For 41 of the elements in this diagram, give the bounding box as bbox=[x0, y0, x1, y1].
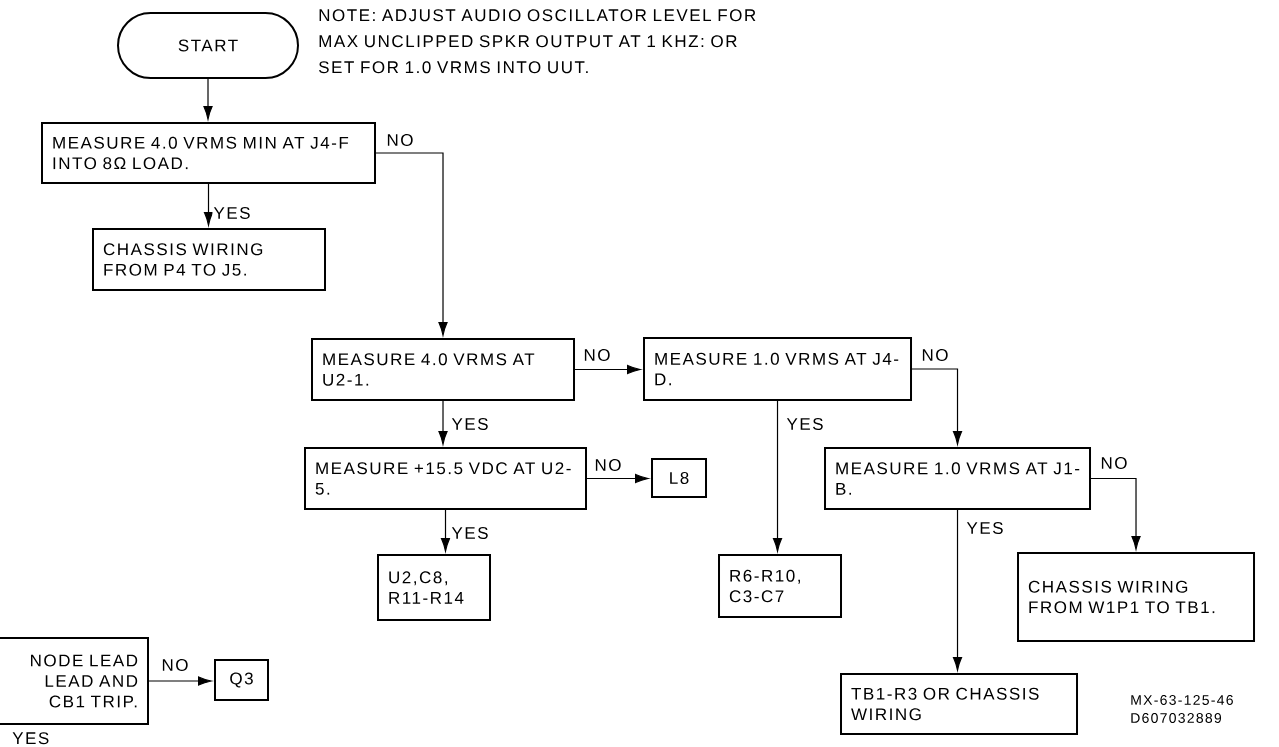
process-box: MEASURE 1.0 VRMS AT J1-B. bbox=[824, 447, 1091, 510]
process-box: CHASSIS WIRING FROM P4 TO J5. bbox=[92, 228, 326, 291]
edge-label: YES bbox=[212, 206, 252, 220]
arrow bbox=[574, 364, 641, 375]
process-box: TB1-R3 OR CHASSIS WIRING bbox=[840, 673, 1078, 735]
arrow bbox=[203, 78, 213, 120]
edge-label: NO bbox=[582, 348, 612, 362]
arrow bbox=[586, 473, 649, 484]
terminal-box: START bbox=[117, 12, 299, 79]
arrow bbox=[772, 400, 783, 552]
arrow bbox=[952, 509, 963, 671]
process-box: MEASURE 4.0 VRMS MIN AT J4-F INTO 8Ω LOAD. bbox=[41, 122, 376, 184]
process-box: MEASURE +15.5 VDC AT U2-5. bbox=[304, 447, 587, 510]
note-text: NOTE: ADJUST AUDIO OSCILLATOR LEVEL FOR MAX UNCLIPPED SPKR OUTPUT AT 1 KHZ: OR SET FOR 1.0 VRMS INTO UUT. bbox=[318, 9, 756, 74]
drawing-number: MX-63-125-46 bbox=[1131, 695, 1233, 705]
arrow bbox=[203, 183, 214, 226]
drawing-number: D607032889 bbox=[1131, 713, 1222, 723]
edge-label: YES bbox=[785, 417, 825, 431]
arrow bbox=[440, 509, 451, 552]
process-box: L8 bbox=[651, 458, 707, 498]
process-box: CHASSIS WIRING FROM W1P1 TO TB1. bbox=[1017, 552, 1255, 642]
process-box: R6-R10, C3-C7 bbox=[718, 554, 842, 618]
edge-label: YES bbox=[450, 417, 490, 431]
arrow bbox=[148, 676, 212, 686]
process-box: MEASURE 1.0 VRMS AT J4-D. bbox=[643, 337, 912, 401]
process-box: MEASURE 4.0 VRMS AT U2-1. bbox=[311, 338, 575, 401]
edge-label: YES bbox=[965, 521, 1005, 535]
arrow bbox=[1090, 477, 1141, 550]
edge-label: NO bbox=[1099, 456, 1129, 470]
branch-label: YES bbox=[12, 732, 49, 745]
arrow bbox=[375, 152, 448, 336]
process-box: U2,C8, R11-R14 bbox=[377, 554, 491, 621]
edge-label: NO bbox=[920, 348, 950, 362]
edge-label: NO bbox=[385, 132, 415, 147]
edge-label: NO bbox=[160, 658, 190, 672]
edge-label: NO bbox=[593, 458, 623, 472]
arrow bbox=[911, 368, 963, 445]
edge-label: YES bbox=[450, 526, 490, 540]
process-box: Q3 bbox=[214, 659, 269, 701]
process-box: NODE LEAD LEAD AND CB1 TRIP. bbox=[0, 637, 149, 725]
arrow bbox=[438, 400, 448, 445]
